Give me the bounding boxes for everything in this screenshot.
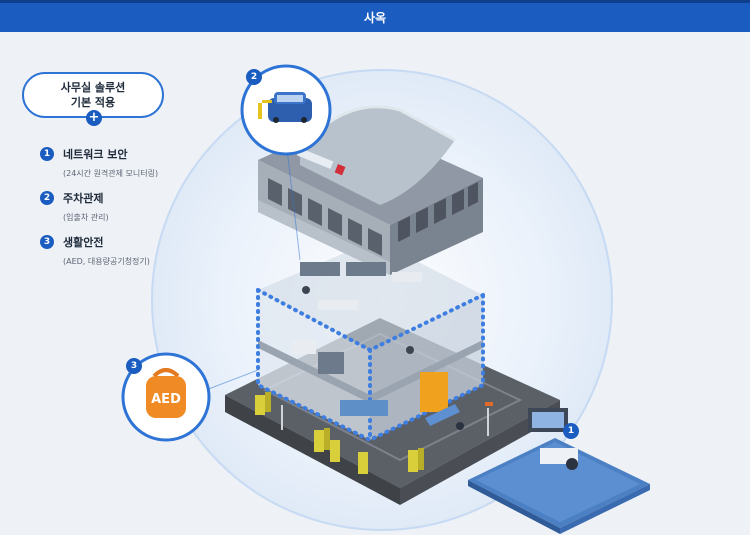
item-subtitle: (AED, 대용량공기청정기) <box>63 257 150 266</box>
item-subtitle: (입출차 관리) <box>63 213 109 222</box>
list-item[interactable]: 1 네트워크 보안 (24시간 원격관제 모니터링) <box>40 146 240 179</box>
aed-label: AED <box>151 392 181 407</box>
page-title: 사옥 <box>363 11 387 25</box>
aed-icon <box>146 368 186 418</box>
control-room <box>468 408 650 534</box>
callout-badge-1: 1 <box>563 423 579 439</box>
callout-badge-2: 2 <box>246 69 262 85</box>
solution-line2: 기본 적용 <box>70 96 116 109</box>
office-interior <box>292 262 464 430</box>
solution-line1: 사무실 솔루션 <box>60 81 126 94</box>
item-title: 네트워크 보안 <box>63 148 128 161</box>
solution-panel: 사무실 솔루션 기본 적용 + 1 네트워크 보안 (24시간 원격관제 모니터… <box>22 72 240 278</box>
item-subtitle: (24시간 원격관제 모니터링) <box>63 169 159 178</box>
header-bar: 사옥 <box>0 0 750 32</box>
roof <box>300 106 455 205</box>
parking-bollards <box>255 392 424 474</box>
illustration-stage: 2 3 1 AED 사무실 솔루션 기본 적용 + 1 네트워크 보안 (24시… <box>0 32 750 535</box>
item-title: 생활안전 <box>63 236 104 249</box>
callout-badge-3: 3 <box>126 358 142 374</box>
list-item[interactable]: 2 주차관제 (입출차 관리) <box>40 190 240 223</box>
building-illustration <box>121 64 650 534</box>
solution-box: 사무실 솔루션 기본 적용 + <box>22 72 164 126</box>
car-icon <box>258 92 312 123</box>
item-title: 주차관제 <box>63 192 104 205</box>
expand-plus-button[interactable]: + <box>86 110 102 126</box>
list-item[interactable]: 3 생활안전 (AED, 대용량공기청정기) <box>40 234 240 267</box>
solution-list: 1 네트워크 보안 (24시간 원격관제 모니터링) 2 주차관제 (입출차 관… <box>40 146 240 267</box>
item-number: 2 <box>40 191 54 205</box>
item-number: 3 <box>40 235 54 249</box>
item-number: 1 <box>40 147 54 161</box>
